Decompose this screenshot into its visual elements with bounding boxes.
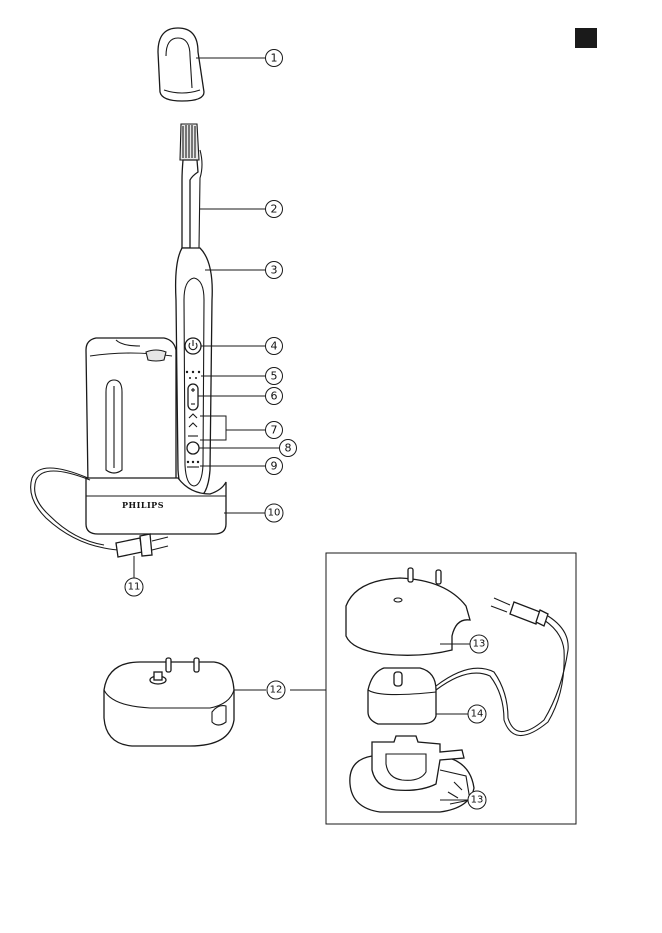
- travel-charger: [104, 658, 234, 746]
- callout-2: 2: [266, 201, 283, 218]
- callout-13-bottom-label: 13: [471, 795, 484, 806]
- callout-8: 8: [280, 440, 297, 457]
- callout-4-label: 4: [271, 340, 278, 353]
- callout-13-top: 13: [470, 635, 488, 653]
- callout-5: 5: [266, 368, 283, 385]
- callout-13-bottom: 13: [468, 791, 486, 809]
- callout-9: 9: [266, 458, 283, 475]
- charger-cover: [346, 568, 470, 655]
- callout-13-top-label: 13: [473, 639, 486, 650]
- brush-head: [180, 124, 202, 248]
- callout-12: 12: [267, 681, 285, 699]
- callout-3: 3: [266, 262, 283, 279]
- callout-10: 10: [265, 504, 283, 522]
- callout-10-label: 10: [268, 508, 281, 519]
- callout-14-label: 14: [471, 709, 484, 720]
- callout-14: 14: [468, 705, 486, 723]
- callout-4: 4: [266, 338, 283, 355]
- protective-cap: [158, 28, 204, 101]
- handle: [176, 248, 213, 500]
- uv-sanitizer: [86, 338, 176, 484]
- callout-11: 11: [125, 578, 143, 596]
- callout-1-label: 1: [271, 52, 278, 65]
- callout-9-label: 9: [271, 460, 278, 473]
- page-marker-square: [575, 28, 597, 48]
- callout-7-label: 7: [271, 424, 278, 437]
- callout-7: 7: [266, 422, 283, 439]
- callout-6: 6: [266, 388, 283, 405]
- callout-11-label: 11: [128, 582, 141, 593]
- callout-6-label: 6: [271, 390, 278, 403]
- callout-1: 1: [266, 50, 283, 67]
- callout-5-label: 5: [271, 370, 278, 383]
- callout-8-label: 8: [285, 442, 292, 455]
- callout-3-label: 3: [271, 264, 278, 277]
- callout-2-label: 2: [271, 203, 278, 216]
- brand-label: PHILIPS: [122, 500, 164, 510]
- charger-tray: [350, 736, 474, 812]
- callout-12-label: 12: [270, 685, 283, 696]
